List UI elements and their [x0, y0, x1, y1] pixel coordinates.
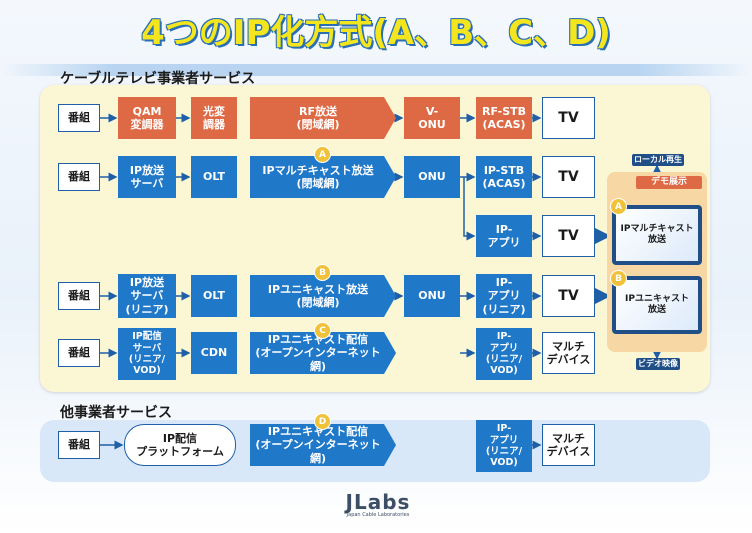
title-band	[0, 64, 752, 76]
row3-ip-app-box: IP- アプリ (リニア)	[476, 274, 532, 318]
row1-rf-stb-box: RF-STB (ACAS)	[476, 97, 532, 139]
row5-ip-app-box: IP- アプリ (リニア/ VOD)	[476, 420, 532, 472]
other-section-label: 他事業者サービス	[60, 405, 172, 421]
demo-tv-unicast-screen: IPユニキャスト 放送	[616, 280, 698, 330]
logo-name: JLabs	[345, 490, 411, 514]
row3-ip-broadcast-server-box: IP放送 サーバ (リニア)	[118, 274, 176, 318]
row3-olt-box: OLT	[191, 275, 237, 317]
cable-section-label: ケーブルテレビ事業者サービス	[60, 71, 256, 87]
demo-label: デモ展示	[636, 176, 702, 189]
local-playback-tag: ローカル再生	[632, 154, 684, 166]
row2-ip-broadcast-server-box: IP放送 サーバ	[118, 156, 176, 198]
row2-program-box: 番組	[58, 163, 100, 191]
demo-marker-a: A	[610, 198, 627, 215]
row3-ip-unicast-arrow: IPユニキャスト放送 (閉域網)	[250, 275, 396, 317]
row1-optical-modulator-box: 光変 調器	[191, 97, 237, 139]
marker-b: B	[314, 264, 331, 281]
row4-multi-device-box: マルチ デバイス	[542, 332, 595, 374]
logo-sub: Japan Cable Laboratories	[346, 512, 410, 518]
row1-rf-broadcast-arrow: RF放送 (閉域網)	[250, 97, 396, 139]
row1-qam-modulator-box: QAM 変調器	[118, 97, 176, 139]
row1-v-onu-box: V- ONU	[404, 97, 460, 139]
row2-ip-app-box: IP- アプリ	[476, 215, 532, 257]
marker-a: A	[314, 146, 331, 163]
row5-program-box: 番組	[58, 431, 100, 459]
row4-ip-app-box: IP- アプリ (リニア/ VOD)	[476, 328, 532, 380]
row4-cdn-box: CDN	[191, 332, 237, 374]
row5-multi-device-box: マルチ デバイス	[542, 424, 595, 466]
row1-program-box: 番組	[58, 104, 100, 132]
row2-ip-multicast-arrow: IPマルチキャスト放送 (閉域網)	[250, 156, 396, 198]
demo-tv-multicast-screen: IPマルチキャスト 放送	[616, 209, 698, 261]
demo-tv-unicast: IPユニキャスト 放送	[612, 276, 702, 334]
row3-tv-box: TV	[542, 275, 595, 317]
row3-program-box: 番組	[58, 282, 100, 310]
marker-c: C	[314, 322, 331, 339]
row2-tv2-box: TV	[542, 215, 595, 257]
row2-onu-box: ONU	[404, 156, 460, 198]
demo-marker-b: B	[610, 270, 627, 287]
row3-onu-box: ONU	[404, 275, 460, 317]
row4-ip-delivery-server-box: IP配信 サーバ (リニア/ VOD)	[118, 328, 176, 380]
row2-olt-box: OLT	[191, 156, 237, 198]
row5-ip-unicast-delivery-arrow: IPユニキャスト配信 (オープンインターネット網)	[250, 424, 396, 466]
row4-ip-unicast-delivery-arrow: IPユニキャスト配信 (オープンインターネット網)	[250, 332, 396, 374]
marker-d: D	[314, 413, 331, 430]
row2-tv-box: TV	[542, 156, 595, 198]
demo-tv-multicast: IPマルチキャスト 放送	[612, 205, 702, 265]
row1-tv-box: TV	[542, 97, 595, 139]
row5-ip-platform-box: IP配信 プラットフォーム	[124, 424, 236, 466]
video-tag: ビデオ映像	[636, 358, 680, 370]
row4-program-box: 番組	[58, 339, 100, 367]
row2-ip-stb-box: IP-STB (ACAS)	[476, 156, 532, 198]
jlabs-logo: JLabs Japan Cable Laboratories	[338, 490, 418, 530]
page-title: 4つのIP化方式(A、B、C、D)	[141, 13, 611, 53]
